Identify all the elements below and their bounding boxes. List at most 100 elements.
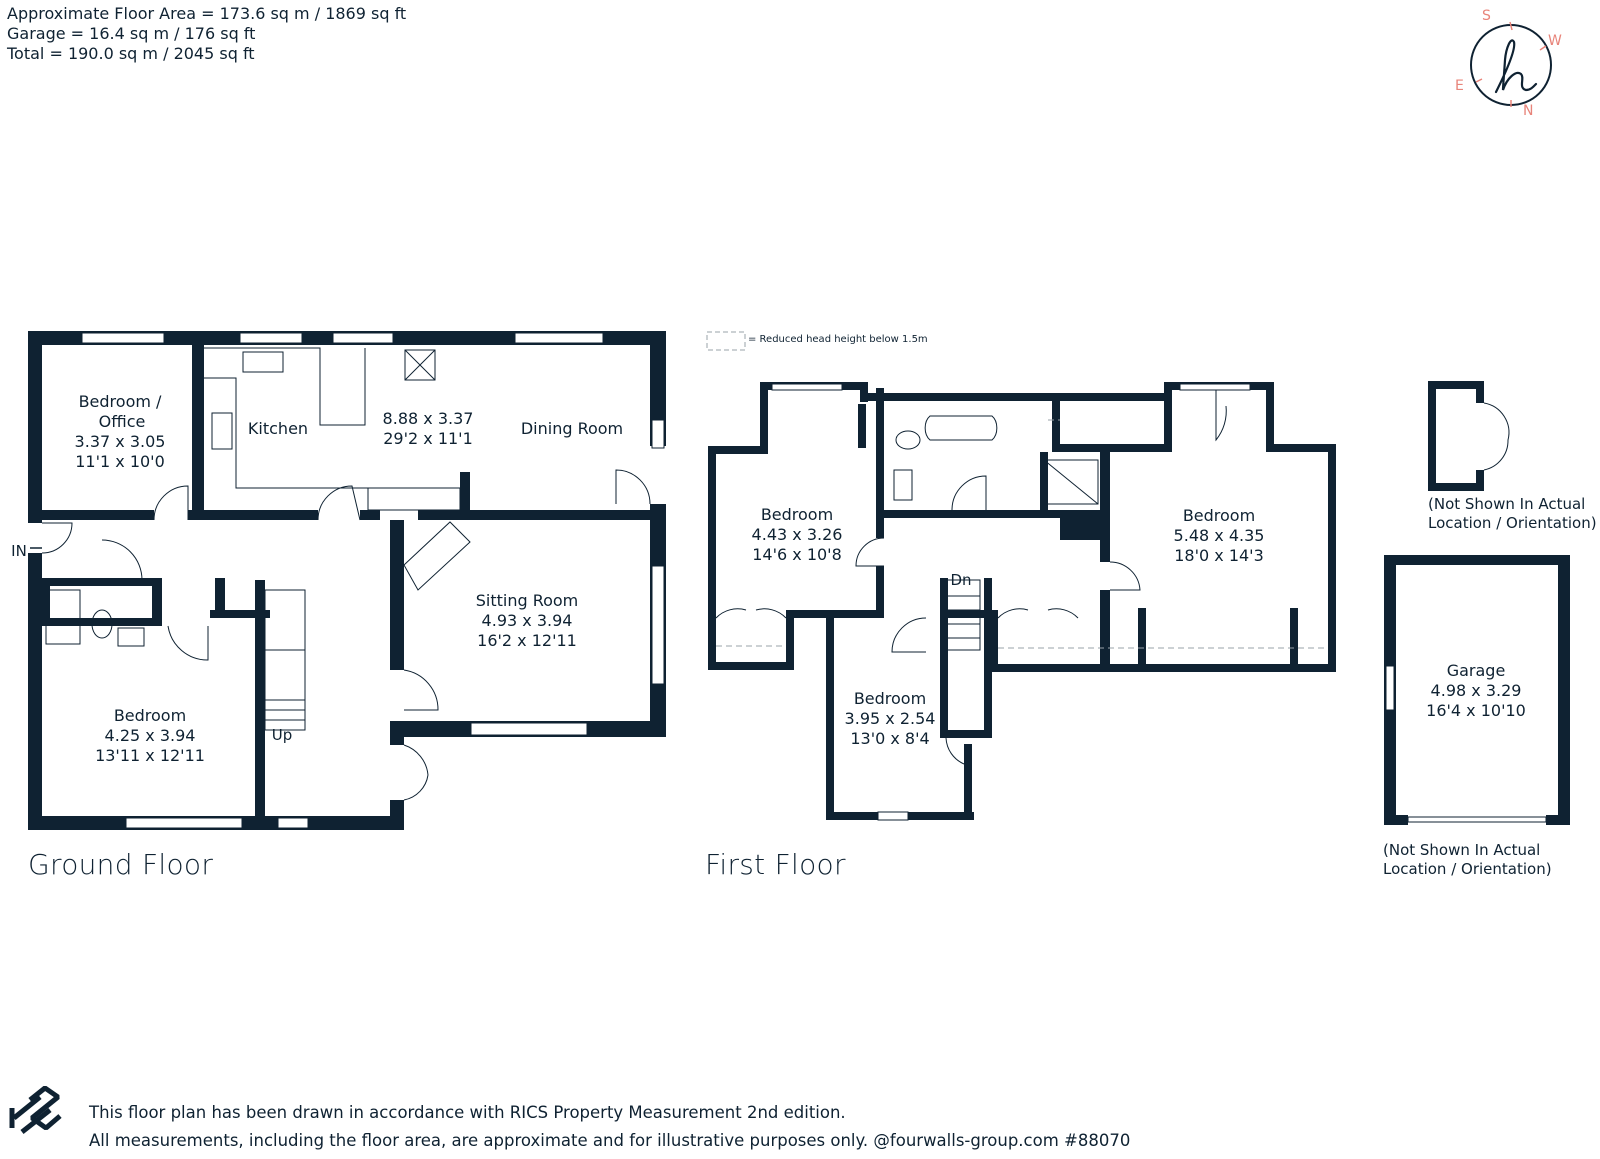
ground-bedroom-imperial: 13'11 x 12'11 bbox=[95, 746, 205, 765]
first-bedroom-small-imperial: 13'0 x 8'4 bbox=[850, 729, 929, 748]
stairs bbox=[264, 589, 306, 731]
door-swing bbox=[317, 485, 361, 521]
first-bedroom-left-metric: 4.43 x 3.26 bbox=[752, 525, 843, 544]
garage-area: Garage = 16.4 sq m / 176 sq ft bbox=[7, 24, 256, 43]
first-bedroom-left-imperial: 14'6 x 10'8 bbox=[752, 545, 842, 564]
garage-door bbox=[1407, 816, 1547, 823]
window bbox=[239, 332, 303, 344]
door-swing bbox=[1215, 390, 1227, 442]
bedroom-office-imperial: 11'1 x 10'0 bbox=[75, 452, 165, 471]
window bbox=[651, 419, 665, 449]
bedroom-office-metric: 3.37 x 3.05 bbox=[75, 432, 166, 451]
window bbox=[651, 565, 665, 685]
ground-floor-title: Ground Floor bbox=[28, 848, 214, 881]
first-bedroom-right-imperial: 18'0 x 14'3 bbox=[1174, 546, 1264, 565]
garage-note: (Not Shown In Actual Location / Orientat… bbox=[1383, 841, 1552, 879]
fireplace-icon bbox=[403, 521, 471, 591]
window bbox=[332, 332, 394, 344]
first-bedroom-right-label: Bedroom bbox=[1183, 506, 1255, 525]
window bbox=[1385, 665, 1395, 711]
sitting-room-metric: 4.93 x 3.94 bbox=[482, 611, 573, 630]
footer-rics-note: This floor plan has been drawn in accord… bbox=[89, 1103, 846, 1122]
kitchen-dining-metric: 8.88 x 3.37 bbox=[383, 409, 474, 428]
compass-west: W bbox=[1548, 33, 1562, 49]
door-swing bbox=[167, 625, 209, 661]
kitchen-dining-imperial: 29'2 x 11'1 bbox=[383, 429, 473, 448]
total-area: Total = 190.0 sq m / 2045 sq ft bbox=[7, 44, 255, 63]
bedroom-office-label: Bedroom / bbox=[79, 392, 162, 411]
door-swing bbox=[945, 737, 965, 765]
reduced-height-legend-icon bbox=[706, 331, 746, 351]
door-swing bbox=[1109, 561, 1141, 591]
annex-doors bbox=[1483, 402, 1510, 471]
toilet-icon bbox=[91, 609, 113, 639]
door-swing bbox=[101, 539, 143, 581]
annex-note-line1: (Not Shown In Actual bbox=[1428, 495, 1586, 513]
window bbox=[1179, 383, 1251, 391]
door-swing bbox=[403, 669, 439, 711]
door-swing bbox=[855, 537, 885, 567]
window bbox=[514, 332, 604, 344]
garage-note-line2: Location / Orientation) bbox=[1383, 860, 1552, 878]
compass-south: S bbox=[1482, 8, 1491, 24]
garage-label: Garage bbox=[1447, 661, 1506, 680]
cupboard-doors bbox=[997, 608, 1079, 619]
toilet-icon bbox=[895, 430, 921, 450]
window bbox=[771, 383, 843, 391]
footer-disclaimer: All measurements, including the floor ar… bbox=[89, 1131, 1131, 1150]
door-swing bbox=[615, 469, 651, 505]
compass-north: N bbox=[1523, 103, 1534, 119]
basin-icon bbox=[893, 469, 913, 501]
annex-note-line2: Location / Orientation) bbox=[1428, 514, 1597, 532]
first-floor-fixtures bbox=[715, 390, 1227, 765]
first-bedroom-small-metric: 3.95 x 2.54 bbox=[845, 709, 936, 728]
door-swing bbox=[951, 475, 987, 511]
ground-floor-fixtures bbox=[41, 347, 651, 801]
garage-imperial: 16'4 x 10'10 bbox=[1426, 701, 1526, 720]
compass-logo-icon bbox=[1470, 21, 1552, 107]
cupboard-doors bbox=[715, 608, 787, 619]
annex-plan bbox=[1428, 381, 1484, 491]
entrance-door bbox=[41, 522, 73, 554]
stairs-up-label: Up bbox=[272, 726, 293, 744]
stairs-down-label: Dn bbox=[950, 571, 971, 589]
garage-note-line1: (Not Shown In Actual bbox=[1383, 841, 1541, 859]
bedroom-office-label-2: Office bbox=[99, 412, 146, 431]
first-bedroom-right-metric: 5.48 x 4.35 bbox=[1174, 526, 1265, 545]
garage-metric: 4.98 x 3.29 bbox=[1431, 681, 1522, 700]
hob-icon bbox=[211, 412, 233, 450]
door-swing bbox=[153, 485, 189, 521]
first-floor-title: First Floor bbox=[705, 848, 846, 881]
fourwalls-logo-icon bbox=[9, 1085, 62, 1134]
entry-label: IN bbox=[11, 542, 27, 560]
sink-icon bbox=[242, 351, 284, 373]
first-bedroom-left-label: Bedroom bbox=[761, 505, 833, 524]
window bbox=[81, 332, 165, 344]
dining-room-label: Dining Room bbox=[521, 419, 623, 438]
bath-icon bbox=[924, 415, 998, 441]
floor-area-summary: Approximate Floor Area = 173.6 sq m / 18… bbox=[7, 4, 406, 64]
reduced-height-legend: = Reduced head height below 1.5m bbox=[748, 334, 928, 345]
door-swing bbox=[891, 617, 927, 653]
sitting-room-imperial: 16'2 x 12'11 bbox=[477, 631, 577, 650]
first-bedroom-small-label: Bedroom bbox=[854, 689, 926, 708]
basin-icon bbox=[117, 627, 145, 647]
sitting-room-label: Sitting Room bbox=[476, 591, 579, 610]
window bbox=[470, 722, 588, 736]
rooflight-icon bbox=[404, 349, 436, 381]
stairs bbox=[943, 579, 981, 651]
compass-east: E bbox=[1455, 78, 1464, 94]
shower-icon bbox=[1043, 459, 1099, 505]
ground-bedroom-metric: 4.25 x 3.94 bbox=[105, 726, 196, 745]
window bbox=[877, 811, 909, 821]
first-floor-plan bbox=[708, 382, 1336, 820]
shower-icon bbox=[45, 589, 81, 645]
ground-bedroom-label: Bedroom bbox=[114, 706, 186, 725]
window bbox=[125, 817, 243, 829]
annex-note: (Not Shown In Actual Location / Orientat… bbox=[1428, 495, 1597, 533]
kitchen-label: Kitchen bbox=[248, 419, 308, 438]
french-doors bbox=[403, 744, 429, 801]
reduced-head-height-lines bbox=[716, 419, 1328, 649]
window bbox=[277, 817, 309, 829]
